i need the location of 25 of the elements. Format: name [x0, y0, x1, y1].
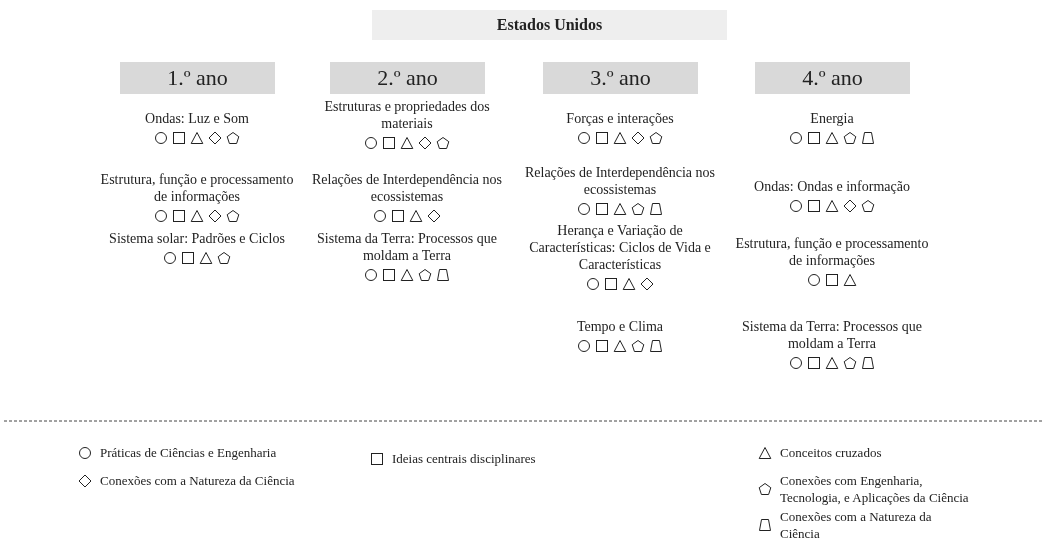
year-header: 3.º ano [543, 62, 698, 94]
legend-text: Conceitos cruzados [780, 444, 883, 461]
topic-text: Relações de Interdependência nos ecossistemas [523, 164, 717, 198]
topic-text: Sistema da Terra: Processos que moldam a Terra [316, 230, 498, 264]
year-header: 1.º ano [120, 62, 275, 94]
topic-text: Sistema da Terra: Processos que moldam a Terra [741, 318, 923, 352]
topic-text: Sistema solar: Padrões e Ciclos [108, 230, 286, 247]
topic-text: Estrutura, função e processamento de informações [99, 171, 295, 205]
topic-text: Relações de Interdependência nos ecossistemas [310, 171, 504, 205]
topic-text: Herança e Variação de Características: Ciclos de Vida e Características [528, 222, 712, 273]
topic-text: Tempo e Clima [575, 318, 665, 335]
topic-text: Energia [809, 110, 855, 127]
topic-text: Forças e interações [565, 110, 675, 127]
year-header: 4.º ano [755, 62, 910, 94]
topic-text: Ondas: Ondas e informação [753, 178, 911, 195]
legend-text: Conexões com Engenharia, Tecnologia, e Aplicações da Ciência [780, 472, 970, 506]
title-banner: Estados Unidos [372, 10, 727, 40]
year-header: 2.º ano [330, 62, 485, 94]
legend-text: Práticas de Ciências e Engenharia [100, 444, 278, 461]
topic-text: Estruturas e propriedades dos materiais [323, 98, 491, 132]
topic-text: Ondas: Luz e Som [144, 110, 250, 127]
legend-text: Ideias centrais disciplinares [392, 450, 537, 467]
topic-text: Estrutura, função e processamento de informações [734, 235, 930, 269]
legend-text: Conexões com a Natureza da Ciência [100, 472, 296, 489]
legend-text: Conexões com a Natureza da Ciência [780, 508, 933, 542]
